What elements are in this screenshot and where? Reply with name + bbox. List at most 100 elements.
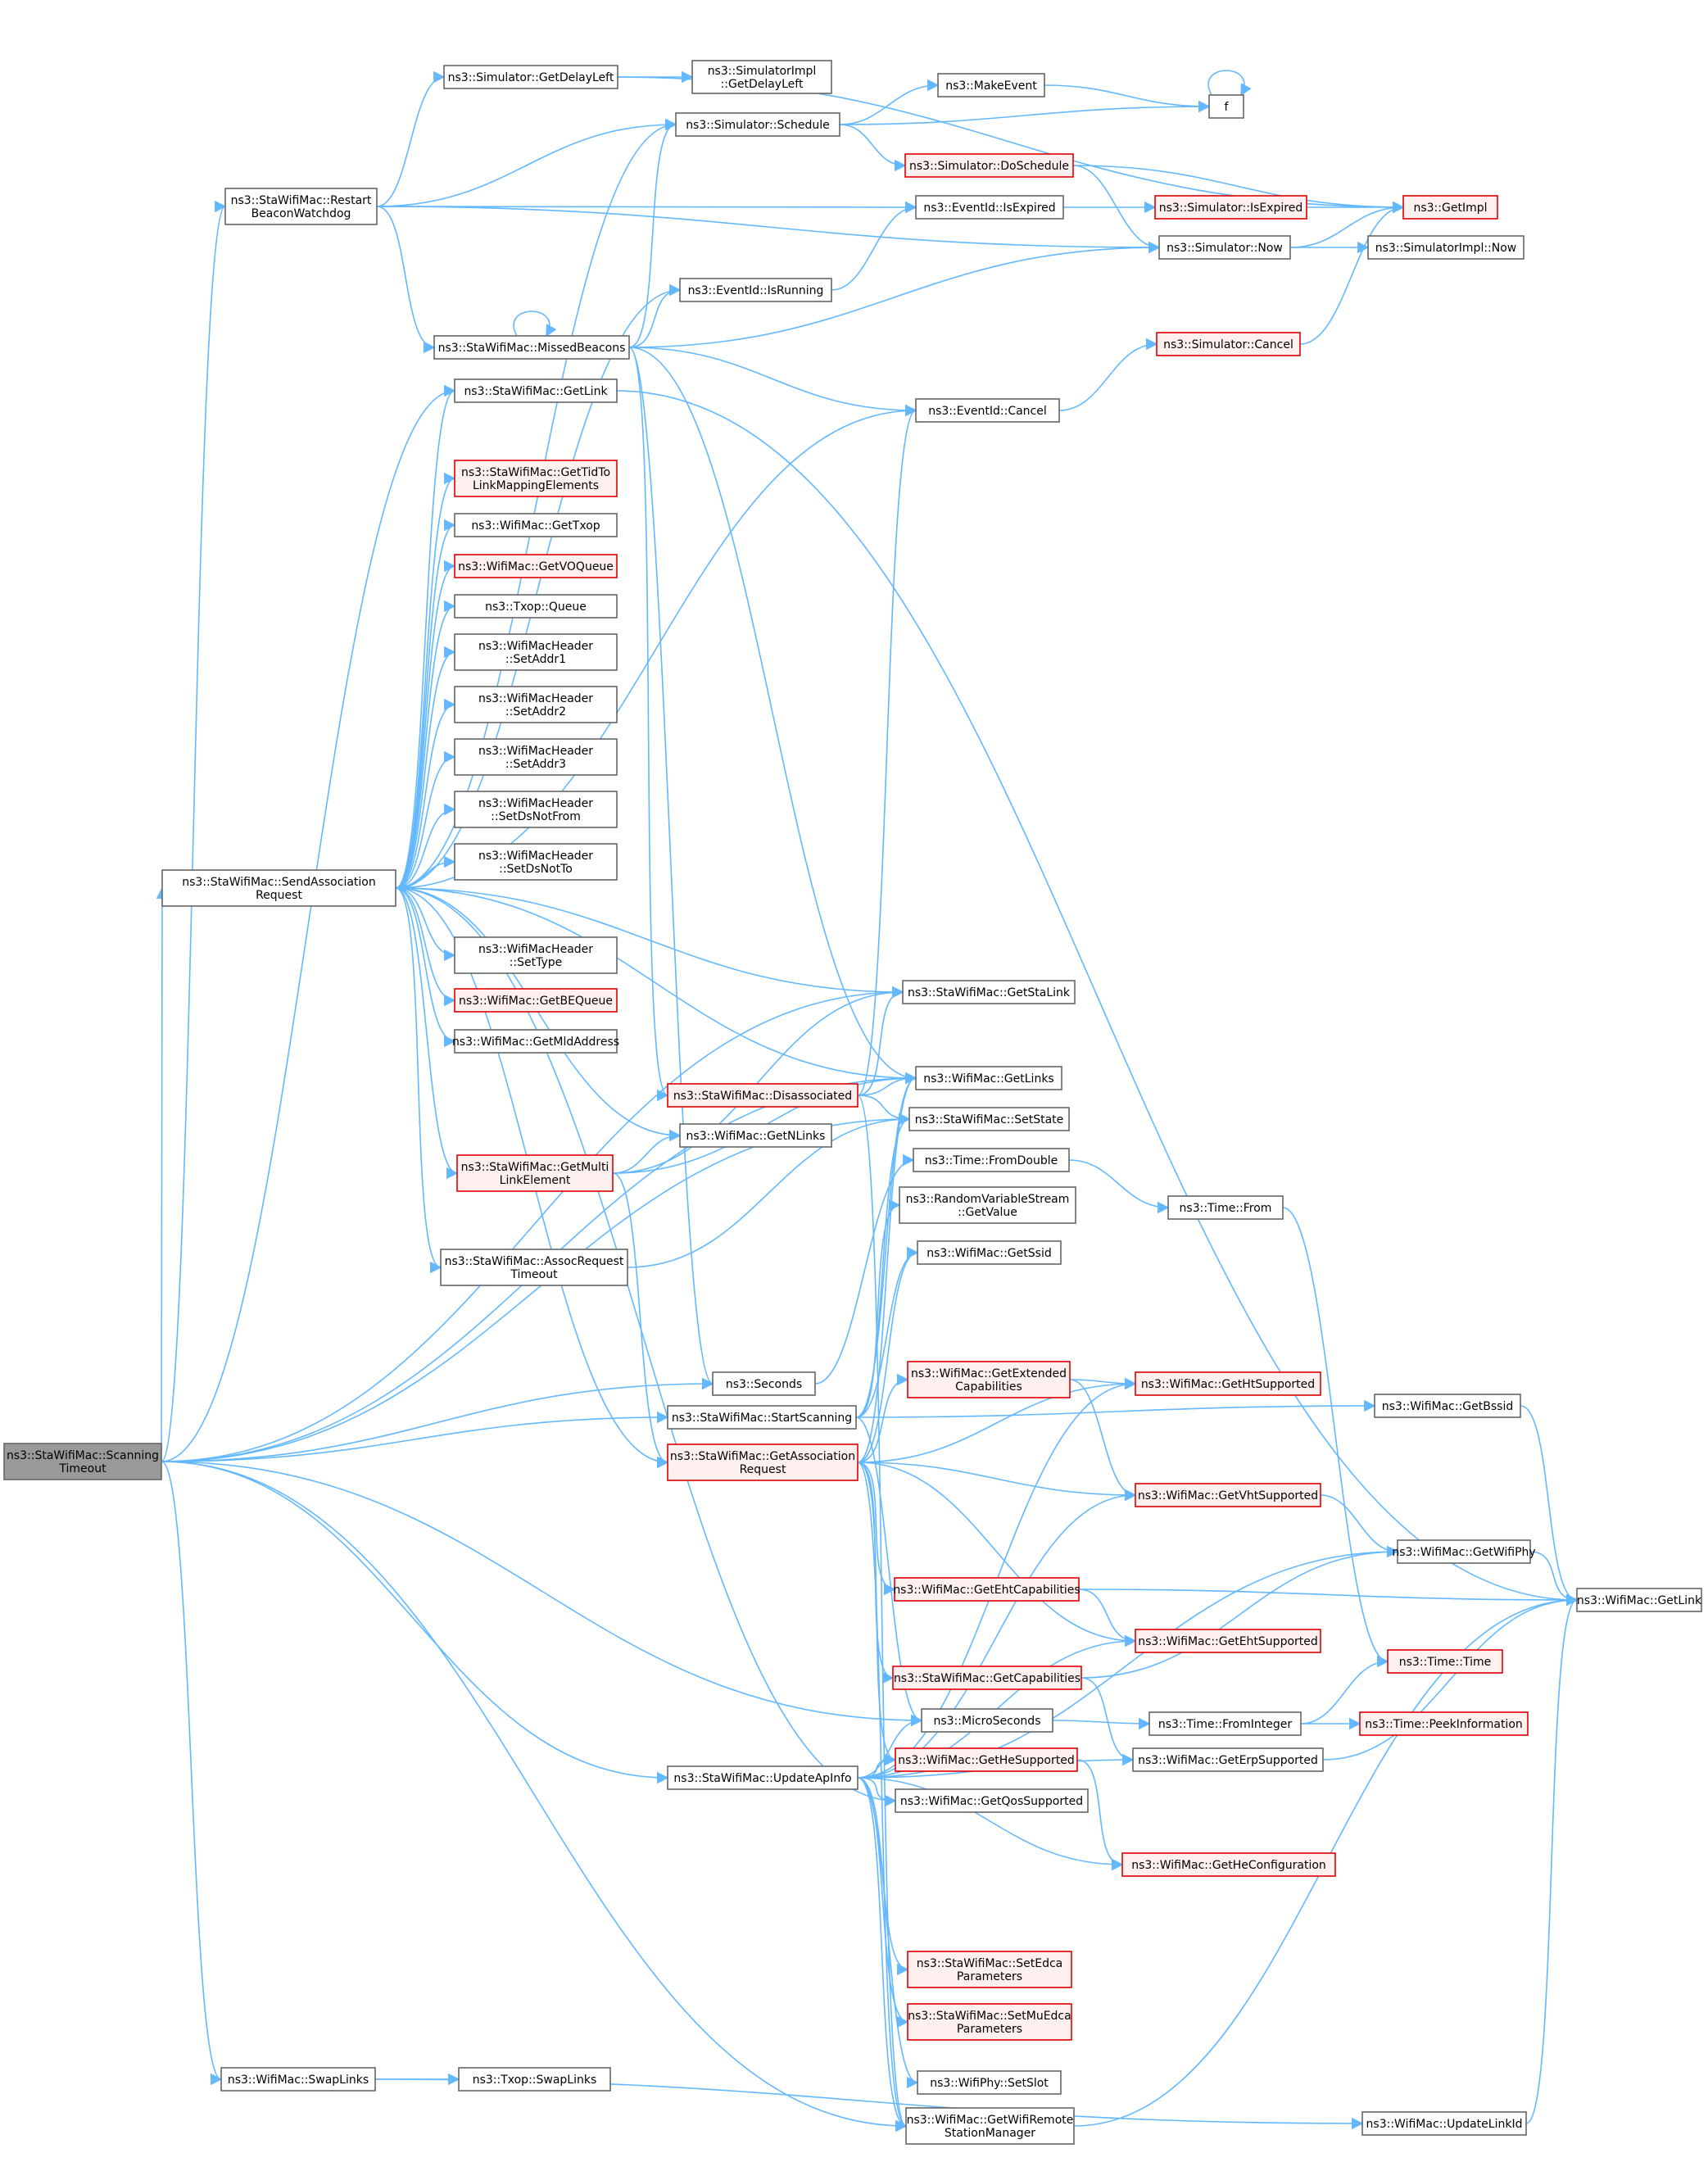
node-getHt[interactable]: ns3::WifiMac::GetHtSupported xyxy=(1135,1371,1321,1396)
node-fromInteger[interactable]: ns3::Time::FromInteger xyxy=(1148,1711,1302,1736)
node-box xyxy=(1361,2111,1527,2136)
node-label: ns3::WifiMac::GetMldAddress xyxy=(452,1036,619,1049)
node-getEht[interactable]: ns3::WifiMac::GetEhtSupported xyxy=(1135,1629,1321,1653)
node-fromDouble[interactable]: ns3::Time::FromDouble xyxy=(913,1148,1070,1172)
node-setDsNotFrom[interactable]: ns3::WifiMacHeader::SetDsNotFrom xyxy=(454,791,618,828)
node-macGetLink[interactable]: ns3::WifiMac::GetLink xyxy=(1576,1588,1702,1612)
node-micro[interactable]: ns3::MicroSeconds xyxy=(921,1708,1053,1733)
node-simCancel[interactable]: ns3::Simulator::Cancel xyxy=(1156,332,1301,356)
node-label: ::SetAddr2 xyxy=(505,705,566,718)
node-box xyxy=(907,1361,1071,1398)
node-schedule[interactable]: ns3::Simulator::Schedule xyxy=(675,112,840,137)
node-box xyxy=(1135,1483,1321,1507)
node-setDsNotTo[interactable]: ns3::WifiMacHeader::SetDsNotTo xyxy=(454,843,618,881)
node-box xyxy=(454,1029,618,1054)
edge-sendAssoc-to-assocTimeout xyxy=(395,887,442,1274)
node-getStaLink[interactable]: ns3::StaWifiMac::GetStaLink xyxy=(902,980,1076,1004)
node-getBE[interactable]: ns3::WifiMac::GetBEQueue xyxy=(454,988,618,1013)
node-box xyxy=(454,843,618,881)
node-setType[interactable]: ns3::WifiMacHeader::SetType xyxy=(454,936,618,974)
node-queue[interactable]: ns3::Txop::Queue xyxy=(454,594,618,619)
node-missedBeacons[interactable]: ns3::StaWifiMac::MissedBeacons xyxy=(433,335,630,360)
node-label: LinkElement xyxy=(500,1174,571,1187)
node-box xyxy=(667,1405,857,1430)
node-swapLinks[interactable]: ns3::WifiMac::SwapLinks xyxy=(220,2067,376,2092)
node-label: BeaconWatchdog xyxy=(251,207,351,220)
node-now[interactable]: ns3::Simulator::Now xyxy=(1158,235,1291,260)
node-box xyxy=(1132,1747,1324,1772)
node-box xyxy=(894,1577,1080,1602)
node-getBssid[interactable]: ns3::WifiMac::GetBssid xyxy=(1374,1394,1521,1418)
node-timeFrom[interactable]: ns3::Time::From xyxy=(1167,1195,1284,1220)
node-getWifiPhy[interactable]: ns3::WifiMac::GetWifiPhy xyxy=(1392,1539,1536,1564)
edge-sendAssoc-to-isRunning xyxy=(395,283,682,889)
edge-getVht-to-getWifiPhy xyxy=(1320,1494,1399,1558)
node-label: ns3::StaWifiMac::SetState xyxy=(915,1113,1064,1126)
node-isExpired[interactable]: ns3::EventId::IsExpired xyxy=(915,195,1064,220)
node-getVO[interactable]: ns3::WifiMac::GetVOQueue xyxy=(454,554,618,578)
node-getEhtCap[interactable]: ns3::WifiMac::GetEhtCapabilities xyxy=(893,1577,1081,1602)
node-txopSwap[interactable]: ns3::Txop::SwapLinks xyxy=(458,2067,611,2092)
node-label: ns3::Seconds xyxy=(726,1378,802,1391)
node-getSsid[interactable]: ns3::WifiMac::GetSsid xyxy=(917,1240,1062,1265)
node-box xyxy=(1397,1539,1531,1564)
node-seconds[interactable]: ns3::Seconds xyxy=(712,1371,816,1396)
node-updateLinkId[interactable]: ns3::WifiMac::UpdateLinkId xyxy=(1361,2111,1527,2136)
node-peekInfo[interactable]: ns3::Time::PeekInformation xyxy=(1359,1711,1529,1736)
edge-schedule-to-f xyxy=(839,100,1211,125)
node-label: ns3::RandomVariableStream xyxy=(906,1193,1070,1206)
node-getHeConf[interactable]: ns3::WifiMac::GetHeConfiguration xyxy=(1121,1852,1336,1877)
node-setSlot[interactable]: ns3::WifiPhy::SetSlot xyxy=(917,2070,1062,2095)
node-getErp[interactable]: ns3::WifiMac::GetErpSupported xyxy=(1132,1747,1324,1772)
edge-sendAssoc-to-getMld xyxy=(395,887,456,1048)
node-setAddr2[interactable]: ns3::WifiMacHeader::SetAddr2 xyxy=(454,686,618,723)
node-label: ns3::StaWifiMac::SendAssociation xyxy=(182,876,375,889)
node-rvsGetValue[interactable]: ns3::RandomVariableStream::GetValue xyxy=(899,1186,1076,1224)
node-getQos[interactable]: ns3::WifiMac::GetQosSupported xyxy=(895,1788,1089,1813)
node-disassoc[interactable]: ns3::StaWifiMac::Disassociated xyxy=(667,1083,859,1108)
edge-getCap-to-getErp xyxy=(1081,1677,1135,1766)
node-label: ns3::WifiMac::GetWifiPhy xyxy=(1392,1546,1535,1559)
node-timeTime[interactable]: ns3::Time::Time xyxy=(1387,1649,1503,1674)
node-setAddr3[interactable]: ns3::WifiMacHeader::SetAddr3 xyxy=(454,738,618,776)
edge-startScanning-to-getBssid xyxy=(855,1399,1376,1418)
node-doSchedule[interactable]: ns3::Simulator::DoSchedule xyxy=(904,153,1074,178)
node-getMld[interactable]: ns3::WifiMac::GetMldAddress xyxy=(452,1029,619,1054)
node-getRsm[interactable]: ns3::WifiMac::GetWifiRemoteStationManage… xyxy=(905,2107,1075,2145)
node-box xyxy=(433,335,630,360)
node-getTxop[interactable]: ns3::WifiMac::GetTxop xyxy=(454,513,618,537)
node-label: ns3::WifiMacHeader xyxy=(478,692,593,705)
node-getTid[interactable]: ns3::StaWifiMac::GetTidToLinkMappingElem… xyxy=(454,460,618,497)
node-staGetLink[interactable]: ns3::StaWifiMac::GetLink xyxy=(454,378,618,403)
node-implNow[interactable]: ns3::SimulatorImpl::Now xyxy=(1367,235,1525,260)
node-getLinks[interactable]: ns3::WifiMac::GetLinks xyxy=(915,1066,1062,1090)
node-getVht[interactable]: ns3::WifiMac::GetVhtSupported xyxy=(1135,1483,1321,1507)
node-getCap[interactable]: ns3::StaWifiMac::GetCapabilities xyxy=(892,1666,1082,1690)
edge-sendAssoc-to-queue xyxy=(395,600,456,889)
node-getImpl[interactable]: ns3::GetImpl xyxy=(1402,195,1498,220)
node-getHe[interactable]: ns3::WifiMac::GetHeSupported xyxy=(895,1747,1078,1772)
node-setState[interactable]: ns3::StaWifiMac::SetState xyxy=(908,1107,1070,1131)
node-simIsExpired[interactable]: ns3::Simulator::IsExpired xyxy=(1154,195,1307,220)
node-evCancel[interactable]: ns3::EventId::Cancel xyxy=(915,398,1060,423)
node-getDelayLeft[interactable]: ns3::Simulator::GetDelayLeft xyxy=(443,65,618,89)
node-updateAp[interactable]: ns3::StaWifiMac::UpdateApInfo xyxy=(667,1765,859,1790)
node-isRunning[interactable]: ns3::EventId::IsRunning xyxy=(679,278,832,302)
node-implGetDelayLeft[interactable]: ns3::SimulatorImpl::GetDelayLeft xyxy=(691,60,832,94)
node-startScanning[interactable]: ns3::StaWifiMac::StartScanning xyxy=(667,1405,857,1430)
node-setAddr1[interactable]: ns3::WifiMacHeader::SetAddr1 xyxy=(454,633,618,671)
node-box xyxy=(908,1107,1070,1131)
node-makeEvent[interactable]: ns3::MakeEvent xyxy=(937,73,1045,97)
edge-updateAp-to-getVht xyxy=(857,1489,1137,1779)
node-f[interactable]: f xyxy=(1208,94,1244,119)
node-getNLinks[interactable]: ns3::WifiMac::GetNLinks xyxy=(679,1123,832,1148)
